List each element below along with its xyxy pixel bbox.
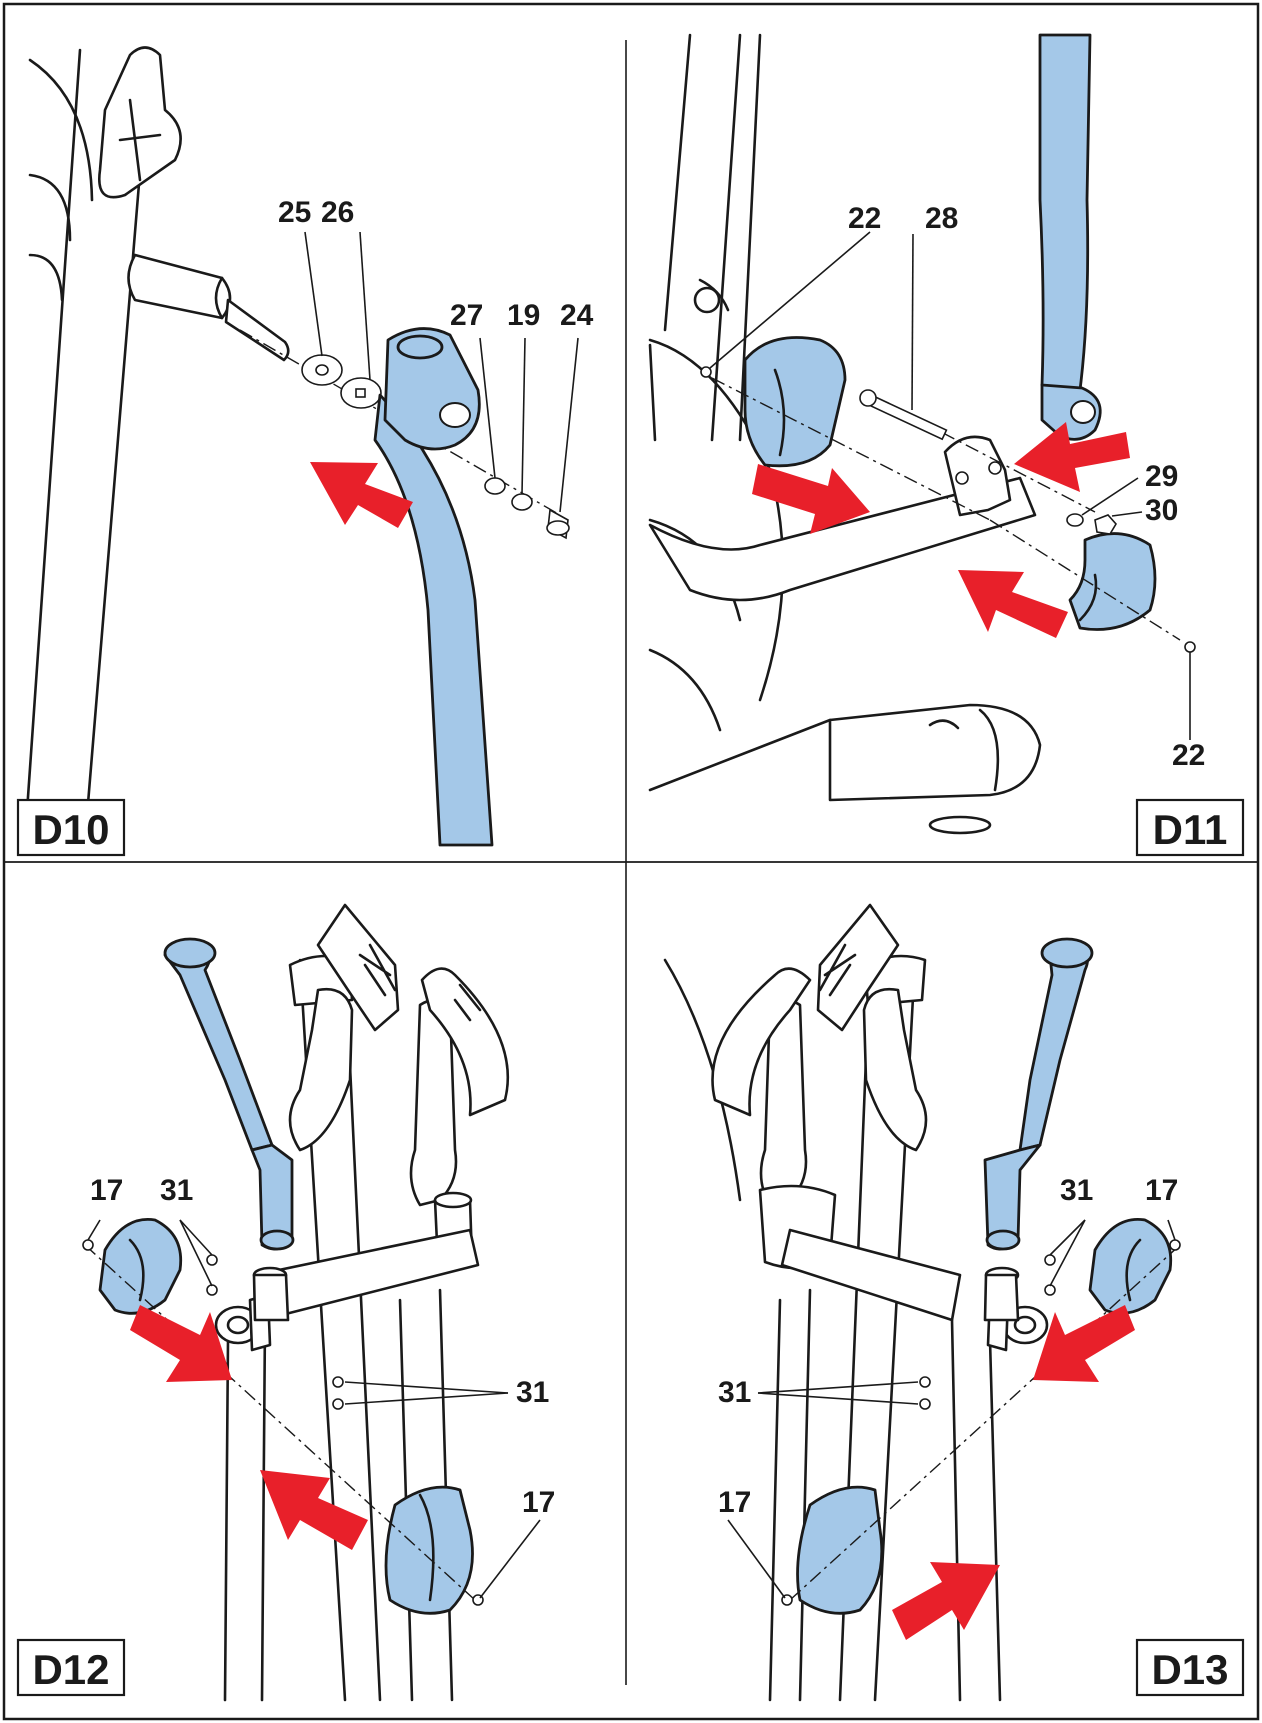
callout-24: 24: [560, 299, 594, 332]
panel-d12: 17 31 31 17 D12: [16, 903, 555, 1702]
callout-22-top: 22: [848, 202, 881, 235]
callout-19: 19: [507, 299, 540, 332]
assembly-arrow: [892, 1562, 1000, 1640]
panel-label-d12: D12: [32, 1646, 109, 1693]
callout-17-top-right: 17: [1145, 1174, 1178, 1207]
callout-28: 28: [925, 202, 958, 235]
callout-26: 26: [321, 196, 354, 229]
assembly-arrow: [958, 570, 1068, 638]
callout-17-left: 17: [718, 1486, 751, 1519]
panel-label-d11: D11: [1153, 806, 1228, 853]
assembly-arrow: [130, 1305, 232, 1382]
panel-label-d10: D10: [32, 806, 109, 853]
callout-22-bottom: 22: [1172, 739, 1205, 772]
callout-29: 29: [1145, 460, 1178, 493]
callout-31-left: 31: [718, 1376, 751, 1409]
callout-31-top: 31: [160, 1174, 193, 1207]
callout-17-right: 17: [522, 1486, 555, 1519]
callout-17-left: 17: [90, 1174, 123, 1207]
callout-30: 30: [1145, 494, 1178, 527]
callout-31-top-right: 31: [1060, 1174, 1093, 1207]
assembly-arrow: [1033, 1305, 1135, 1382]
assembly-arrow: [260, 1470, 368, 1550]
assembly-arrow: [1014, 422, 1130, 492]
panel-label-d13: D13: [1151, 1646, 1228, 1693]
panel-d10: 25 26 27 19 24 D10: [16, 46, 594, 857]
panel-d13: 31 17 31 17 D13: [663, 903, 1245, 1702]
assembly-arrow: [752, 464, 870, 534]
callout-25: 25: [278, 196, 311, 229]
assembly-arrow: [310, 462, 413, 528]
panel-d11: 22 28 29 30 22 D11: [648, 33, 1245, 857]
callout-27: 27: [450, 299, 483, 332]
callout-31-right: 31: [516, 1376, 549, 1409]
